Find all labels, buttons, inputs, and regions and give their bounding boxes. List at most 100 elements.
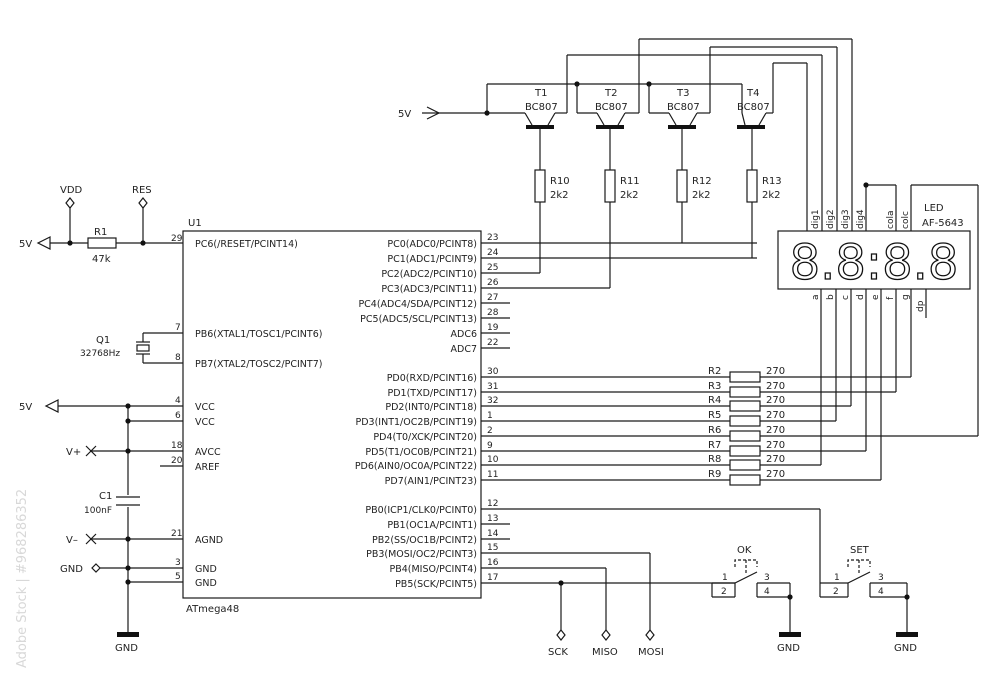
no-connect-icon	[85, 533, 97, 545]
pin-name-agnd: AGND	[195, 535, 223, 546]
junction-dot	[787, 594, 793, 600]
mosi-label: MOSI	[638, 647, 664, 658]
junction-dot	[125, 536, 131, 542]
pin-num-31: 31	[487, 382, 498, 392]
pin-name-avcc: AVCC	[195, 447, 221, 458]
junction-dot	[125, 448, 131, 454]
gnd-set-label: GND	[894, 643, 917, 654]
mcu-left-pin-stubs	[90, 242, 183, 583]
resistor-r5	[729, 415, 761, 427]
miso-net-icon	[601, 629, 611, 641]
isp-connections: SCK MISO MOSI	[548, 553, 664, 658]
res-net-icon	[138, 197, 148, 209]
r10-ref: R10	[550, 176, 570, 187]
display-pin-dig1: dig1	[811, 209, 821, 229]
pin-num-27: 27	[487, 293, 498, 303]
pin-num-3: 3	[175, 558, 181, 568]
mcu-left-pin-names: PC6(/RESET/PCINT14) PB6(XTAL1/TOSC1/PCIN…	[195, 239, 322, 589]
pin-name-pb7: PB7(XTAL2/TOSC2/PCINT7)	[195, 359, 322, 370]
mcu-body	[182, 230, 482, 599]
v5-vcc-label: 5V	[19, 402, 32, 413]
power-arrow-icon	[44, 399, 59, 413]
switch-set-pin1: 1	[834, 573, 840, 583]
v5-left-label: 5V	[19, 239, 32, 250]
pin-num-21: 21	[171, 529, 182, 539]
resistor-r1	[87, 237, 117, 249]
pin-name-pc5: PC5(ADC5/SCL/PCINT13)	[360, 314, 477, 325]
q1-value: 32768Hz	[80, 349, 120, 359]
pin-name-pb1: PB1(OC1A/PCINT1)	[387, 520, 477, 531]
pin-name-pd5: PD5(T1/OC0B/PCINT21)	[365, 447, 477, 458]
no-connect-icon	[85, 445, 97, 457]
display-pin-dig3: dig3	[841, 209, 851, 229]
pin-num-10: 10	[487, 455, 499, 465]
switch-set-pin4: 4	[878, 587, 884, 597]
t4-part: BC807	[737, 102, 770, 113]
pin-name-pc4: PC4(ADC4/SDA/PCINT12)	[358, 299, 477, 310]
pin-num-13: 13	[487, 514, 498, 524]
resistor-r7	[729, 445, 761, 457]
pin-num-19: 19	[487, 323, 499, 333]
resistor-r12	[676, 169, 688, 203]
pin-num-7: 7	[175, 323, 181, 333]
display-pin-e: e	[871, 294, 881, 300]
resistor-r11	[604, 169, 616, 203]
vdd-net-icon	[65, 197, 75, 209]
pin-num-29: 29	[171, 234, 183, 244]
t3-ref: T3	[676, 88, 689, 99]
pin-name-pd4: PD4(T0/XCK/PCINT20)	[373, 432, 477, 443]
pin-name-pd6: PD6(AIN0/OC0A/PCINT22)	[355, 461, 477, 472]
transistor-t4: T4 BC807	[737, 63, 774, 170]
transistor-t3: T3 BC807	[667, 47, 711, 170]
pin-name-pd1: PD1(TXD/PCINT17)	[388, 388, 478, 399]
display-pin-c: c	[841, 295, 851, 300]
r6-ref: R6	[708, 425, 721, 436]
pin-name-pb4: PB4(MISO/PCINT4)	[389, 564, 477, 575]
mcu-part: ATmega48	[186, 604, 239, 615]
r6-value: 270	[766, 425, 785, 436]
switch-ok-pin4: 4	[764, 587, 770, 597]
display-body	[777, 230, 971, 290]
gnd-symbol	[896, 632, 918, 637]
pin-name-vcc-1: VCC	[195, 402, 215, 413]
transistor-drivers: 5V T1 BC807 T2 B	[398, 38, 853, 288]
display-pin-f: f	[886, 296, 896, 300]
transistor-base-bar	[668, 125, 696, 129]
r1-ref: R1	[94, 227, 107, 238]
pin-num-4: 4	[175, 396, 181, 406]
transistor-base-bar	[596, 125, 624, 129]
q1-ref: Q1	[96, 335, 110, 346]
r10-value: 2k2	[550, 190, 569, 201]
pin-num-9: 9	[487, 441, 493, 451]
r9-value: 270	[766, 469, 785, 480]
pin-name-adc6: ADC6	[451, 329, 478, 340]
r7-value: 270	[766, 440, 785, 451]
r11-value: 2k2	[620, 190, 639, 201]
pin-num-24: 24	[487, 248, 499, 258]
resistor-r8	[729, 459, 761, 471]
vdd-label: VDD	[60, 185, 83, 196]
pin-num-11: 11	[487, 470, 498, 480]
miso-label: MISO	[592, 647, 618, 658]
transistor-t1: T1 BC807	[524, 55, 568, 170]
pin-num-8: 8	[175, 353, 181, 363]
gnd-symbol	[779, 632, 801, 637]
junction-dot	[125, 418, 131, 424]
pin-num-28: 28	[487, 308, 499, 318]
pin-num-18: 18	[171, 441, 183, 451]
mcu-right-pin-names: PC0(ADC0/PCINT8) PC1(ADC1/PCINT9) PC2(AD…	[355, 239, 477, 590]
pin-name-pd3: PD3(INT1/OC2B/PCINT19)	[356, 417, 478, 428]
resistor-r13	[746, 169, 758, 203]
pin-name-pd0: PD0(RXD/PCINT16)	[387, 373, 477, 384]
r12-ref: R12	[692, 176, 712, 187]
switch-ok-pin3: 3	[764, 573, 770, 583]
pin-num-16: 16	[487, 558, 499, 568]
display-pin-b: b	[826, 294, 836, 300]
pin-num-20: 20	[171, 456, 183, 466]
r11-ref: R11	[620, 176, 640, 187]
gnd-ok-label: GND	[777, 643, 800, 654]
t3-part: BC807	[667, 102, 700, 113]
switch-actuator	[847, 559, 871, 575]
gnd-net-label: GND	[60, 564, 83, 575]
sck-net-icon	[556, 629, 566, 641]
